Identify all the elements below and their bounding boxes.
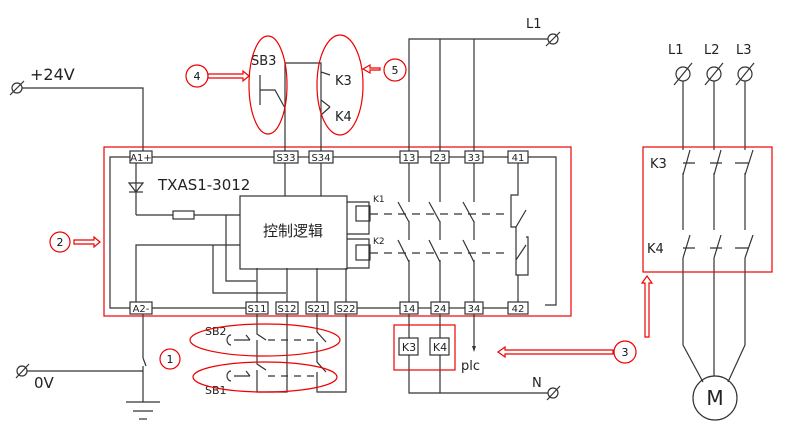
output-k4: K4 xyxy=(433,341,447,354)
phase-l1-label: L1 xyxy=(668,43,684,58)
supply-0v: 0V xyxy=(15,313,160,420)
contactor-k3-label: K3 xyxy=(650,157,667,172)
estop-circuit: SB2 SB1 xyxy=(189,314,347,397)
motor-label: M xyxy=(706,386,723,410)
terminal-42: 42 xyxy=(512,304,525,315)
plus24v-label: +24V xyxy=(30,65,75,84)
phase-l2-label: L2 xyxy=(704,43,720,58)
supply-24v: +24V xyxy=(9,65,144,152)
feedback-k3-label: K3 xyxy=(335,74,352,89)
plc-label: plc xyxy=(461,359,480,374)
terminal-33: 33 xyxy=(468,153,481,164)
l1-label: L1 xyxy=(526,17,542,32)
terminal-23: 23 xyxy=(434,153,447,164)
terminal-s22: S22 xyxy=(336,304,355,315)
coil-k1-label: K1 xyxy=(373,195,385,205)
callout-5: 5 xyxy=(392,64,399,77)
contactor-k4-label: K4 xyxy=(647,242,664,257)
relay-internals: 控制逻辑 TXAS1-3012 K1 K2 xyxy=(109,156,557,309)
start-circuit: SB3 K3 K4 xyxy=(248,34,364,151)
output-k3: K3 xyxy=(402,341,416,354)
terminal-s34: S34 xyxy=(311,153,330,164)
feedback-k4-label: K4 xyxy=(335,110,352,125)
terminal-s21: S21 xyxy=(307,304,326,315)
coil-k2-label: K2 xyxy=(373,237,385,247)
safety-relay-outline xyxy=(103,146,572,317)
zero-v-label: 0V xyxy=(34,374,55,392)
terminal-14: 14 xyxy=(403,304,416,315)
coil-k2 xyxy=(355,244,371,261)
callout-4: 4 xyxy=(194,70,201,83)
control-logic-block xyxy=(239,195,348,270)
callout-3: 3 xyxy=(622,346,629,359)
relay-model-label: TXAS1-3012 xyxy=(157,176,250,194)
sb3-label: SB3 xyxy=(251,54,276,69)
output-circuit: K3 K4 plc N xyxy=(393,314,561,401)
fuse-icon xyxy=(172,210,195,220)
terminal-s12: S12 xyxy=(277,304,296,315)
control-logic-label: 控制逻辑 xyxy=(263,222,323,240)
sb2-label: SB2 xyxy=(205,325,227,338)
bottom-terminals: A2- S11 S12 S21 S22 14 24 34 42 xyxy=(129,301,529,315)
terminal-a2: A2- xyxy=(133,304,150,315)
terminal-41: 41 xyxy=(512,153,525,164)
three-phase-circuit: L1 L2 L3 M K3 K4 xyxy=(642,43,773,421)
coil-k1 xyxy=(355,205,371,222)
l1-bus: L1 xyxy=(408,17,561,151)
callout-2: 2 xyxy=(57,236,64,249)
terminal-s11: S11 xyxy=(247,304,266,315)
callout-1: 1 xyxy=(167,353,174,366)
terminal-s33: S33 xyxy=(276,153,295,164)
terminal-34: 34 xyxy=(468,304,481,315)
phase-l3-label: L3 xyxy=(736,43,752,58)
terminal-24: 24 xyxy=(434,304,447,315)
callouts: 1 2 3 4 5 xyxy=(49,58,654,370)
n-label: N xyxy=(532,376,542,391)
terminal-a1: A1+ xyxy=(130,153,152,164)
terminal-13: 13 xyxy=(403,153,416,164)
